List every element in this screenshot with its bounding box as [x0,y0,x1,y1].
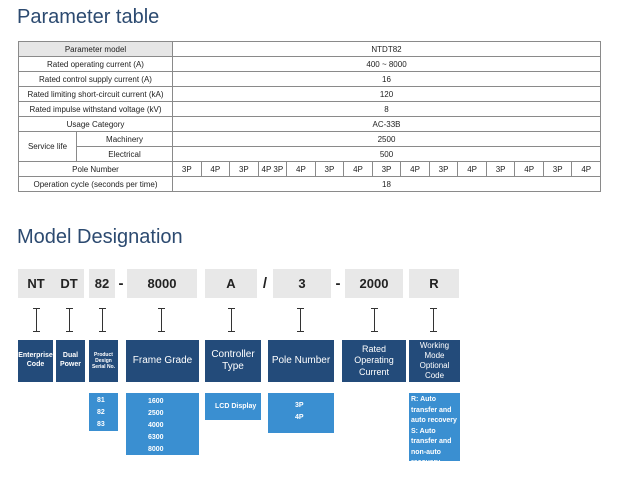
code-segment-serial: 82 [89,269,115,298]
row-label: Pole Number [17,161,174,177]
code-separator: / [262,275,268,292]
options-pole-number: 3P 4P [268,393,334,433]
pole-value: 3P [428,161,459,177]
options-controller-type: LCD Display [205,393,261,420]
code-segment-dual-power: DT [54,269,84,298]
code-segment-controller: A [205,269,257,298]
option-item: LCD Display [215,403,257,410]
row-value: 18 [172,176,601,192]
table-row: Parameter model NTDT82 [17,41,601,57]
box-product-design-serial: Product Design Serial No. [89,340,118,382]
option-item: 3P [295,402,304,409]
box-dual-power: Dual Power [56,340,85,382]
pole-value: 4P [286,161,316,177]
table-row: Rated limiting short-circuit current (kA… [17,86,601,102]
pole-value: 4P [343,161,373,177]
table-row: Service life Machinery 2500 [18,131,601,162]
code-segment-enterprise: NT [18,269,54,298]
row-value: 500 [172,146,601,162]
option-item: S: Auto transfer and non-auto recovery [411,427,452,467]
code-segment-working-mode: R [409,269,459,298]
pole-value: 3P [314,161,345,177]
pole-value: 3P [485,161,516,177]
connector-line [228,305,235,335]
code-segment-pole: 3 [273,269,331,298]
box-rated-operating-current: Rated Operating Current [342,340,406,382]
box-working-mode: Working Mode Optional Code [409,340,460,382]
row-value: 8 [172,101,601,117]
pole-value: 4P [457,161,487,177]
table-row: Operation cycle (seconds per time) 18 [17,176,601,192]
model-designation-title: Model Designation [17,226,183,248]
option-item: 83 [97,421,105,428]
row-value: NTDT82 [172,41,601,57]
row-label: Parameter model [17,41,174,57]
option-item: 81 [97,397,105,404]
option-item: 1600 [148,398,164,405]
options-working-mode: R: Auto transfer and auto recovery S: Au… [409,393,460,466]
table-row: Rated impulse withstand voltage (kV) 8 [17,101,601,117]
code-segment-current: 2000 [345,269,403,298]
option-item: 82 [97,409,105,416]
parameter-table-title: Parameter table [17,6,160,28]
box-frame-grade: Frame Grade [126,340,199,382]
option-item: 6300 [148,434,164,441]
row-value: 2500 [172,131,601,147]
pole-value: 4P [200,161,231,177]
option-item: R: Auto transfer and auto recovery [411,396,457,424]
table-row-pole-number: Pole Number 3P 4P 3P 4P 3P 4P 3P 4P 3P 4… [17,161,601,177]
option-item: 4P [295,414,304,421]
row-value: AC-33B [172,116,601,132]
table-row: Usage Category AC-33B [17,116,601,132]
row-label: Usage Category [17,116,174,132]
pole-value: 3P [229,161,259,177]
pole-value: 4P [514,161,544,177]
connector-line [33,305,40,335]
options-frame-grade: 1600 2500 4000 6300 8000 [126,393,199,455]
pole-value: 3P [172,161,202,177]
table-row: Rated control supply current (A) 16 [17,71,601,87]
code-segment-frame: 8000 [127,269,197,298]
pole-value: 3P [542,161,573,177]
box-enterprise-code: Enterprise Code [18,340,53,382]
options-serial: 81 82 83 [89,393,118,431]
row-label: Rated impulse withstand voltage (kV) [17,101,174,117]
connector-line [66,305,73,335]
option-item: 8000 [148,446,164,453]
option-item: 2500 [148,410,164,417]
option-item: 4000 [148,422,164,429]
row-label: Rated control supply current (A) [17,71,174,87]
row-label: Rated operating current (A) [17,56,174,72]
connector-line [430,305,437,335]
code-separator: - [335,275,341,292]
table-row: Electrical 500 [19,146,601,162]
connector-line [158,305,165,335]
row-label: Electrical [75,146,174,162]
pole-value: 3P [371,161,402,177]
parameter-table: Parameter model NTDT82 Rated operating c… [17,41,601,192]
row-label: Machinery [75,131,174,147]
connector-line [99,305,106,335]
pole-value: 4P [571,161,601,177]
row-value: 400 ~ 8000 [172,56,601,72]
row-value: 16 [172,71,601,87]
connector-line [297,305,304,335]
table-row: Rated operating current (A) 400 ~ 8000 [17,56,601,72]
row-label: Operation cycle (seconds per time) [17,176,174,192]
service-life-label: Service life [18,131,77,162]
pole-value: 4P [400,161,430,177]
row-label: Rated limiting short-circuit current (kA… [17,86,174,102]
connector-line [371,305,378,335]
code-separator: - [118,275,124,292]
pole-value: 4P 3P [257,161,288,177]
box-controller-type: Controller Type [205,340,261,382]
row-value: 120 [172,86,601,102]
box-pole-number: Pole Number [268,340,334,382]
